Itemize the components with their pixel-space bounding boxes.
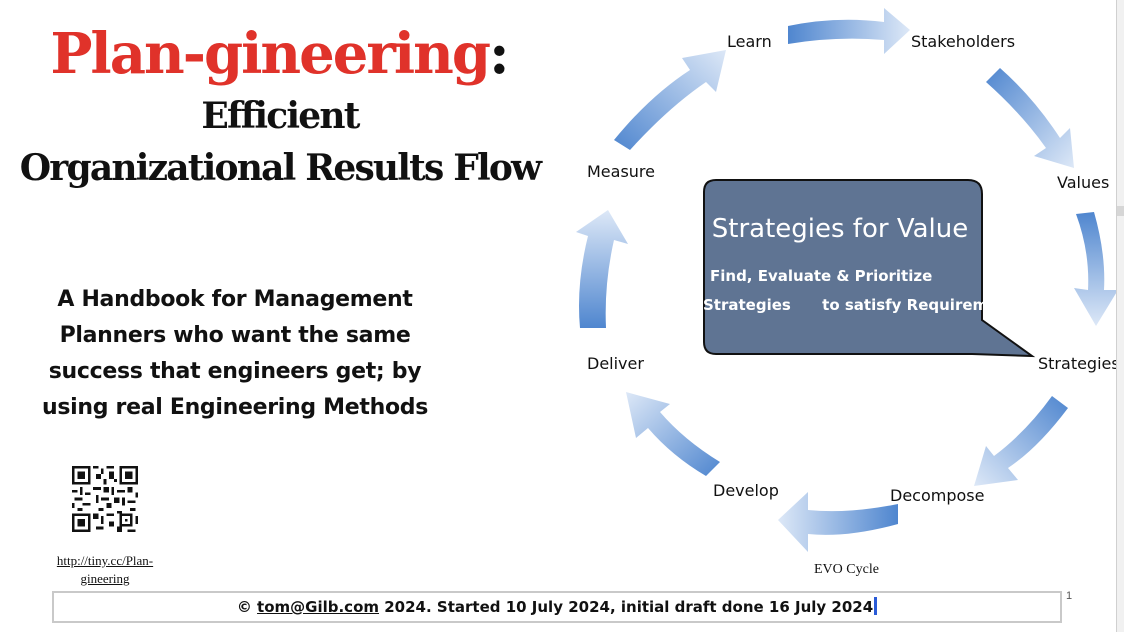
stage-label-values: Values (1057, 173, 1110, 192)
title-main: Plan-gineering (50, 21, 491, 87)
stage-label-strategies: Strategies (1038, 354, 1116, 373)
evo-cycle-caption: EVO Cycle (814, 562, 879, 577)
stage-label-stakeholders: Stakeholders (911, 32, 1016, 51)
scroll-thumb[interactable] (1117, 206, 1124, 216)
qr-code-icon[interactable] (72, 466, 138, 532)
stage-label-deliver: Deliver (587, 354, 644, 373)
stage-label-develop: Develop (713, 481, 779, 500)
stage-label-learn: Learn (727, 32, 772, 51)
stage-label-measure: Measure (587, 162, 655, 181)
footer-dates: 2024. Started 10 July 2024, initial draf… (379, 598, 874, 616)
qr-link-line: http://tiny.cc/Plan- (56, 553, 154, 568)
text-cursor (874, 597, 878, 615)
subtitle-line-2: Organizational Results Flow (19, 147, 542, 189)
arrow-develop-to-deliver (626, 392, 720, 476)
handbook-line: success that engineers get; by (48, 359, 422, 384)
footer-textbox[interactable]: © tom@Gilb.com 2024. Started 10 July 202… (52, 591, 1062, 623)
handbook-line: A Handbook for Management (57, 287, 413, 312)
qr-link-line: gineering (80, 571, 130, 586)
author-email-link[interactable]: tom@Gilb.com (257, 598, 380, 616)
qr-link[interactable]: http://tiny.cc/Plan- gineering (40, 552, 170, 588)
arrow-deliver-to-measure (576, 210, 628, 328)
copyright-prefix: © (236, 598, 258, 616)
page-number: 1 (1066, 590, 1073, 602)
handbook-line: using real Engineering Methods (41, 395, 429, 420)
arrow-values-to-strategies (1074, 212, 1116, 326)
arrow-decompose-to-develop (778, 492, 898, 552)
arrow-strategies-to-decompose (974, 396, 1068, 486)
stage-label-decompose: Decompose (890, 486, 985, 505)
footer-text: © tom@Gilb.com 2024. Started 10 July 202… (54, 597, 1060, 616)
handbook-description: A Handbook for Management Planners who w… (20, 282, 450, 426)
arrow-learn-to-stakeholders (788, 8, 910, 54)
arrow-stakeholders-to-values (986, 68, 1074, 168)
title-colon: : (489, 21, 510, 87)
arrow-measure-to-learn (614, 50, 726, 150)
handbook-line: Planners who want the same (59, 323, 411, 348)
page-title: Plan-gineering: (0, 18, 560, 90)
title-block: Plan-gineering: Efficient Organizational… (0, 18, 560, 194)
callout-title: Strategies for Value (711, 214, 969, 244)
subtitle-line-1: Efficient (201, 95, 360, 137)
strategy-callout-shape (703, 179, 1036, 358)
callout-line-2: Strategies to satisfy Requirements. (703, 296, 1031, 314)
page-edge-scrollbar[interactable] (1116, 0, 1124, 632)
evo-cycle-diagram (576, 8, 1116, 552)
callout-line-1: Find, Evaluate & Prioritize (710, 267, 933, 285)
